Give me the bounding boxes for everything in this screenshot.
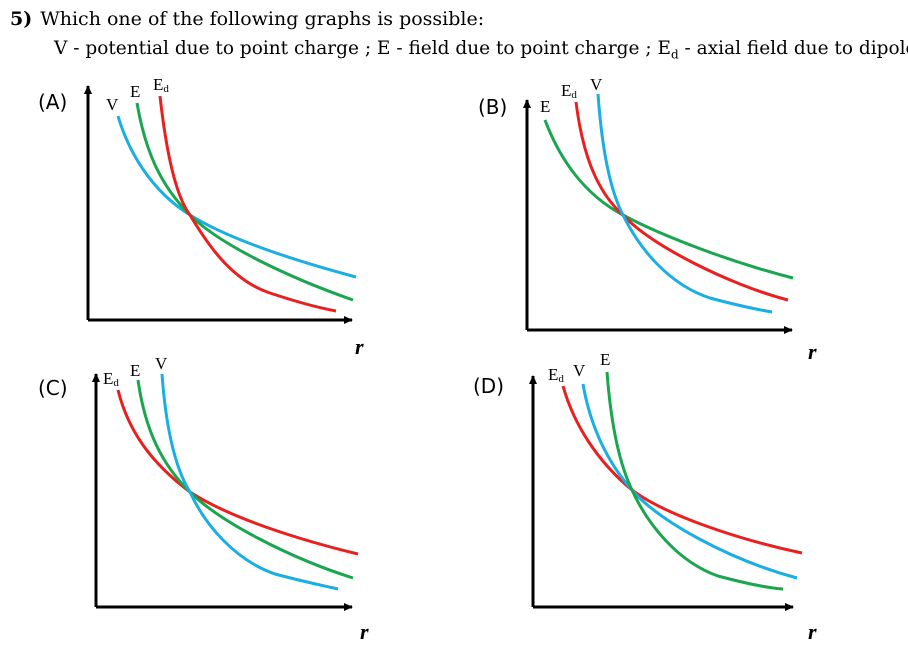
panel-c-label-v: V bbox=[155, 354, 168, 373]
panel-a-curve-ed bbox=[158, 95, 337, 313]
panel-c[interactable]: (C) r Ed E V bbox=[38, 354, 369, 644]
question-number: 5) bbox=[10, 8, 33, 30]
question-line: 5) Which one of the following graphs is p… bbox=[10, 8, 484, 30]
panel-b-label: (B) bbox=[478, 95, 507, 119]
panel-b-curve-v bbox=[596, 93, 773, 314]
panel-c-axis-label: r bbox=[360, 619, 369, 644]
panel-d-curve-v bbox=[581, 383, 798, 580]
panel-a-axis-label: r bbox=[355, 334, 364, 359]
panel-c-curve-v bbox=[160, 373, 339, 591]
panel-d[interactable]: (D) r Ed V E bbox=[473, 350, 817, 644]
panel-b-curve-e bbox=[543, 119, 794, 280]
panel-d-axis-label: r bbox=[808, 619, 817, 644]
panel-c-label-ed: Ed bbox=[103, 369, 119, 389]
panel-d-label-v: V bbox=[573, 361, 586, 380]
panel-a-label-v: V bbox=[106, 95, 119, 114]
legend-definitions: V - potential due to point charge ; E - … bbox=[54, 38, 908, 62]
panel-c-label-e: E bbox=[130, 361, 140, 380]
panel-b-axis-label: r bbox=[808, 339, 817, 364]
panel-a-label-e: E bbox=[130, 82, 140, 101]
panel-d-curve-e bbox=[605, 371, 784, 591]
panel-c-label: (C) bbox=[38, 376, 68, 400]
legend-ed-definition: - axial field due to dipole bbox=[678, 38, 908, 59]
panel-d-label: (D) bbox=[473, 374, 504, 398]
panel-b-label-v: V bbox=[590, 75, 603, 94]
panel-b-label-e: E bbox=[540, 97, 550, 116]
panel-b-label-ed: Ed bbox=[561, 81, 577, 101]
question-text: Which one of the following graphs is pos… bbox=[40, 8, 485, 30]
panel-a-label: (A) bbox=[38, 90, 67, 114]
legend-ed-subscript: d bbox=[670, 47, 679, 62]
legend-v-e-definition: V - potential due to point charge ; E - … bbox=[54, 38, 671, 59]
panel-a-curve-v bbox=[116, 115, 357, 279]
panel-a[interactable]: (A) r V E Ed bbox=[38, 75, 364, 359]
panel-d-label-e: E bbox=[600, 350, 610, 369]
panel-b[interactable]: (B) r E Ed V bbox=[478, 75, 817, 364]
panel-b-curve-ed bbox=[574, 101, 789, 302]
panel-c-curve-e bbox=[136, 379, 354, 580]
panel-a-label-ed: Ed bbox=[153, 75, 169, 95]
panel-d-label-ed: Ed bbox=[548, 365, 564, 385]
panel-c-curve-ed bbox=[116, 389, 359, 556]
